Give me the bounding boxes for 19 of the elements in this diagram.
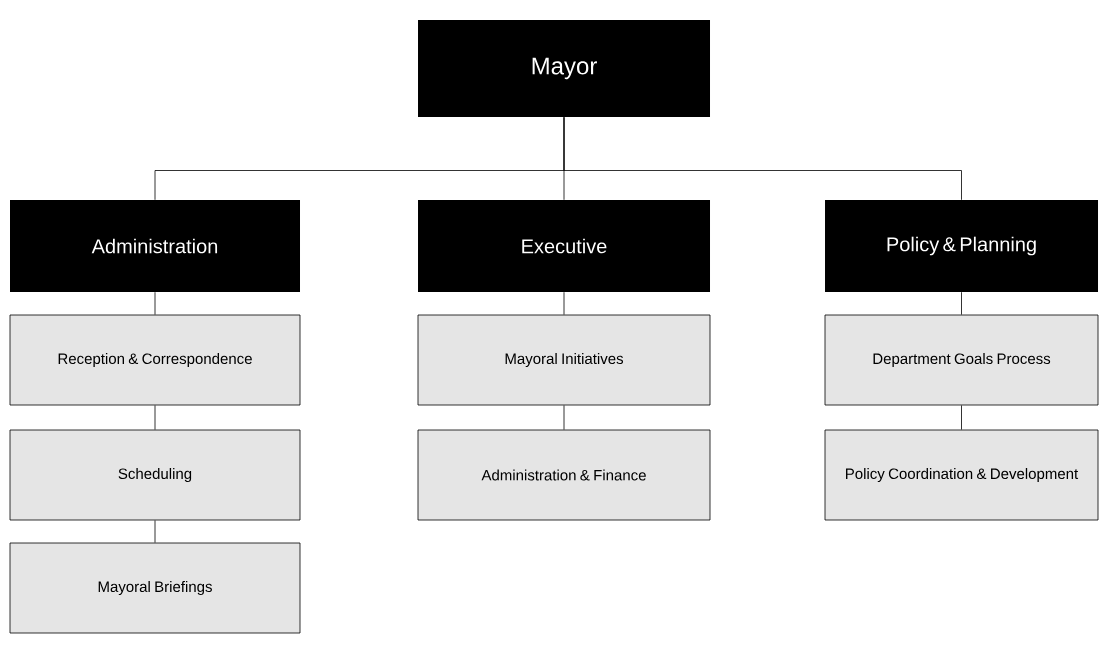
connector-line (563, 405, 565, 430)
unit-box: Reception & Correspondence (9, 314, 301, 406)
unit-box: Department Goals Process (824, 314, 1099, 406)
connector-line (563, 116, 962, 201)
unit-box: Scheduling (9, 429, 301, 521)
connector-line (563, 291, 565, 315)
connector-line (961, 405, 962, 430)
connector-line (154, 405, 156, 430)
connector-line (961, 291, 962, 315)
unit-box: Administration & Finance (417, 429, 711, 521)
department-box: Policy & Planning (825, 200, 1098, 292)
connector-line (154, 291, 156, 315)
unit-box: Mayoral Briefings (9, 542, 301, 634)
title-box: Mayor (418, 20, 710, 117)
department-box: Administration (10, 200, 300, 292)
department-box: Executive (418, 200, 710, 292)
unit-box: Mayoral Initiatives (417, 314, 711, 406)
connector-line (154, 520, 156, 543)
unit-box: Policy Coordination & Development (824, 429, 1099, 521)
